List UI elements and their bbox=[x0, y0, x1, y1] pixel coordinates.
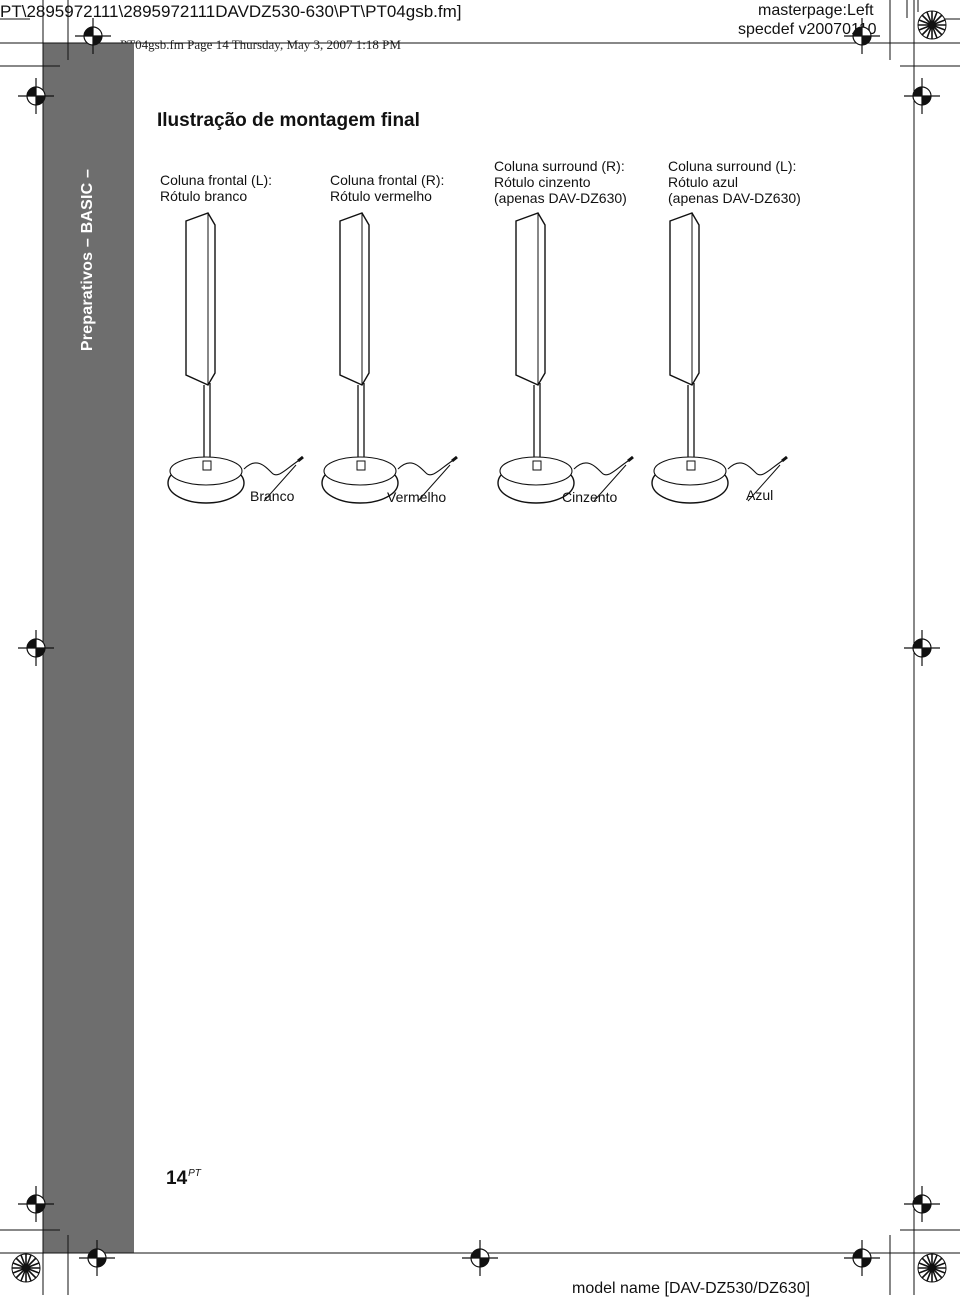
registration-mark-icon bbox=[17, 629, 55, 667]
cable-label-blue: Azul bbox=[746, 487, 774, 503]
starburst-target-icon bbox=[11, 1253, 41, 1283]
registration-mark-icon bbox=[78, 1239, 116, 1277]
speaker-caption-surround-left: Coluna surround (L): Rótulo azul (apenas… bbox=[668, 158, 801, 206]
file-path: PT\2895972111\2895972111DAVDZ530-630\PT\… bbox=[0, 2, 462, 21]
cable-label-red: Vermelho bbox=[387, 489, 447, 505]
registration-mark-icon bbox=[903, 1185, 941, 1223]
page-number: 14PT bbox=[166, 1168, 201, 1190]
frame-info: PT04gsb.fm Page 14 Thursday, May 3, 2007… bbox=[120, 37, 401, 52]
registration-mark-icon bbox=[903, 629, 941, 667]
speaker-surround-left bbox=[650, 211, 789, 505]
page-number-value: 14 bbox=[166, 1168, 188, 1189]
cable-label-white: Branco bbox=[250, 488, 295, 504]
speaker-front-left bbox=[166, 211, 305, 505]
starburst-target-icon bbox=[917, 1253, 947, 1283]
speaker-caption-front-left: Coluna frontal (L): Rótulo branco bbox=[160, 172, 273, 204]
speaker-surround-right bbox=[496, 211, 635, 505]
registration-mark-icon bbox=[17, 1185, 55, 1223]
speaker-caption-surround-right: Coluna surround (R): Rótulo cinzento (ap… bbox=[494, 158, 627, 206]
starburst-target-icon bbox=[917, 10, 947, 40]
page-title: Ilustração de montagem final bbox=[157, 110, 420, 131]
masterpage-label: masterpage:Left bbox=[758, 2, 874, 19]
specdef-label: specdef v20070110 bbox=[738, 21, 877, 38]
registration-mark-icon bbox=[903, 77, 941, 115]
registration-mark-icon bbox=[74, 17, 112, 55]
sidebar-tab bbox=[43, 43, 134, 1253]
registration-mark-icon bbox=[843, 1239, 881, 1277]
registration-mark-icon bbox=[461, 1239, 499, 1277]
registration-mark-icon bbox=[843, 17, 881, 55]
speaker-caption-front-right: Coluna frontal (R): Rótulo vermelho bbox=[330, 172, 445, 204]
page-number-suffix: PT bbox=[188, 1168, 201, 1179]
speaker-front-right bbox=[320, 211, 459, 505]
registration-mark-icon bbox=[17, 77, 55, 115]
cable-label-grey: Cinzento bbox=[562, 489, 618, 505]
model-name: model name [DAV-DZ530/DZ630] bbox=[572, 1280, 811, 1297]
